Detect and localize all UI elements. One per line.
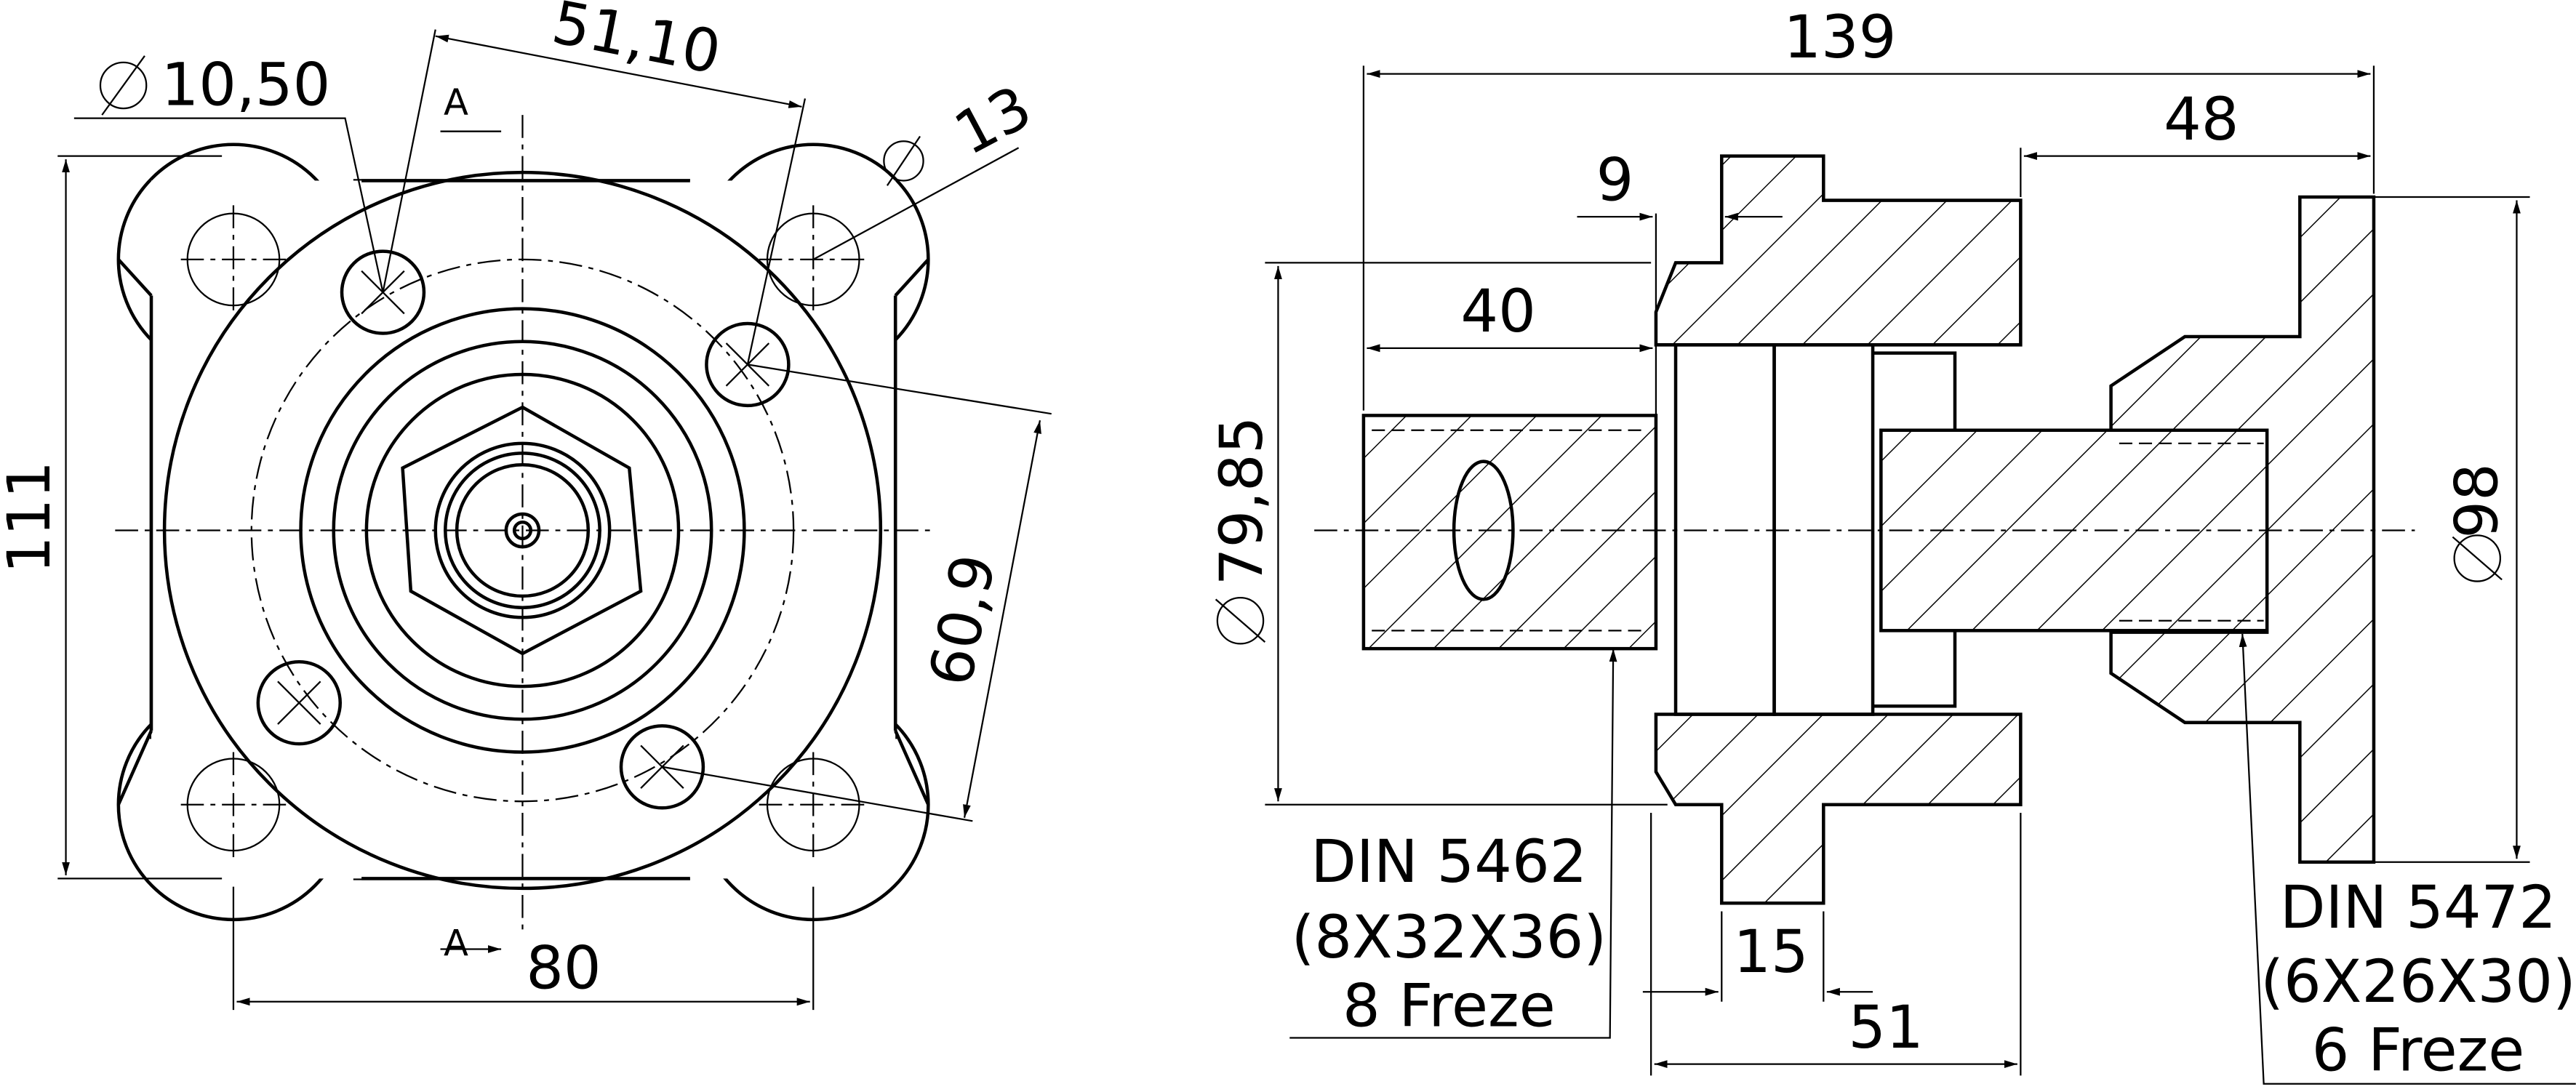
section-mark-top: A <box>444 81 468 124</box>
hub-bottom <box>1654 712 2023 905</box>
spline-left-callout: DIN 5462 (8X32X36) 8 Freze <box>1292 828 1607 1041</box>
svg-text:8 Freze: 8 Freze <box>1343 973 1556 1041</box>
diameter-symbol-icon <box>99 55 148 116</box>
svg-text:DIN 5462: DIN 5462 <box>1311 828 1587 896</box>
svg-text:(8X32X36): (8X32X36) <box>1292 904 1607 972</box>
dim-width: 80 <box>526 935 601 1003</box>
svg-text:6 Freze: 6 Freze <box>2312 1017 2525 1085</box>
dim-side: 60,9 <box>917 549 1009 691</box>
dim-diameter-right: 98 <box>2443 463 2511 538</box>
dim-diameter-left: 79,85 <box>1208 417 1276 586</box>
section-view: 139 48 9 40 79,85 98 15 51 DIN 5462 (8X3… <box>1208 4 2576 1085</box>
section-mark-bottom: A <box>444 923 468 965</box>
dim-shaft-length: 40 <box>1460 278 1535 346</box>
dim-right-part: 48 <box>2164 86 2239 154</box>
right-flange <box>2109 195 2376 864</box>
spline-right-callout: DIN 5472 (6X26X30) 6 Freze <box>2260 874 2575 1085</box>
svg-text:(6X26X30): (6X26X30) <box>2260 948 2575 1016</box>
dim-height: 111 <box>0 461 64 574</box>
flange-outline <box>116 142 930 922</box>
left-shaft <box>1361 414 1658 651</box>
front-view: 111 80 51,10 10,50 13 60,9 A A <box>0 0 1052 1011</box>
dim-hole-diameter: 10,50 <box>161 52 331 120</box>
svg-text:DIN 5472: DIN 5472 <box>2280 874 2556 942</box>
dim-bolt-hole: 13 <box>944 73 1042 169</box>
dim-hub: 51 <box>1848 994 1923 1062</box>
diameter-symbol-icon <box>883 135 924 186</box>
dim-step: 9 <box>1596 147 1634 215</box>
diameter-symbol-icon <box>2452 534 2503 582</box>
hub-top <box>1654 154 2023 347</box>
diameter-symbol-icon <box>1215 597 1266 645</box>
dim-total-length: 139 <box>1783 4 1896 72</box>
dim-flange: 15 <box>1733 918 1808 987</box>
